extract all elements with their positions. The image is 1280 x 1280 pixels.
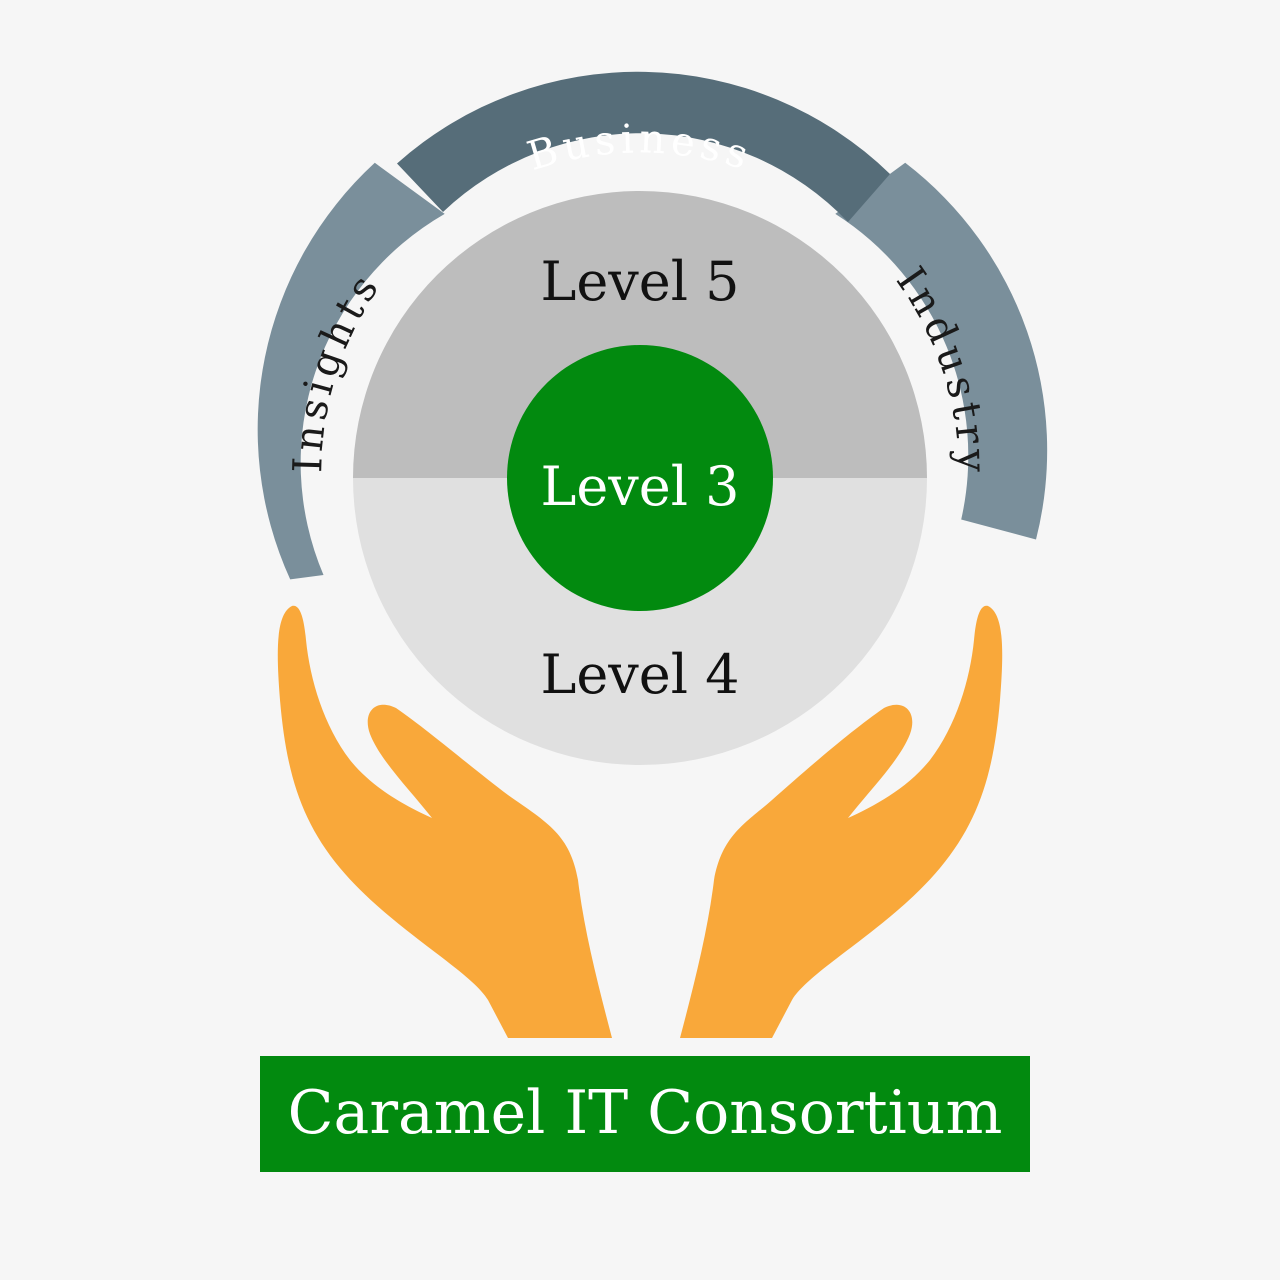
arc-segment-business bbox=[397, 71, 890, 222]
caring-hands-icon bbox=[277, 605, 1003, 1038]
level-4-half bbox=[353, 478, 927, 765]
title-banner bbox=[260, 1056, 1030, 1172]
level-4-label: Level 4 bbox=[540, 643, 739, 706]
level-5-half bbox=[353, 191, 927, 478]
left-hand-icon bbox=[277, 605, 612, 1038]
level-3-label: Level 3 bbox=[540, 455, 739, 518]
consortium-title: Caramel IT Consortium bbox=[288, 1078, 1003, 1148]
arc-segment-industry bbox=[835, 162, 1048, 540]
right-hand-icon bbox=[680, 605, 1003, 1038]
level-3-circle bbox=[507, 345, 773, 611]
level-5-label: Level 5 bbox=[540, 250, 739, 313]
arc-segment-insights bbox=[257, 162, 445, 580]
